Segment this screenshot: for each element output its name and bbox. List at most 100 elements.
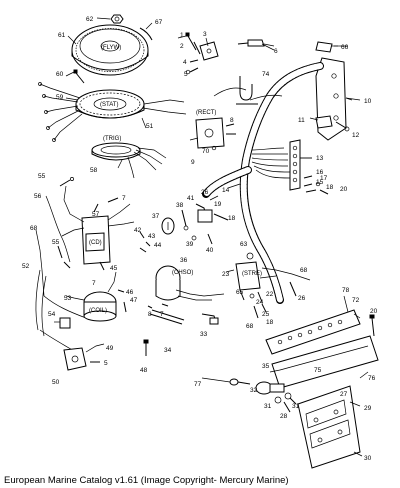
cd-mount-part [93,197,119,213]
callout-57: 57 [92,211,100,218]
callout-56: 56 [34,193,42,200]
callout-72: 72 [352,297,360,304]
callout-61: 61 [58,32,66,39]
callout-20-a: 20 [340,186,348,193]
callout-66: 66 [341,44,349,51]
callout-25: 25 [262,311,270,318]
callout-58: 58 [90,167,98,174]
left-harness-part [35,229,87,357]
callout-28: 28 [280,413,288,420]
callout-68-a: 68 [30,225,38,232]
callout-31-a: 31 [264,403,272,410]
callout-2: 2 [180,43,184,50]
callout-70: 70 [202,148,210,155]
lead-wire-part [45,195,71,263]
stator-bolt-part [73,69,85,84]
callout-55-a: 55 [38,173,46,180]
callout-12: 12 [352,132,360,139]
callout-60: 60 [56,71,64,78]
callout-23: 23 [222,271,230,278]
callout-77: 77 [194,381,202,388]
leader-lines [65,35,369,383]
callout-74: 74 [262,71,270,78]
callout-18-c: 18 [266,319,274,326]
callout-13: 13 [316,155,324,162]
exploded-parts-diagram: (FLYW) (STAT) (TRIG) [22,14,379,469]
callout-36: 36 [180,257,188,264]
callout-59: 59 [56,94,64,101]
callout-50: 50 [52,379,60,386]
rectifier-label: (RECT) [196,110,216,116]
fuse-part [229,378,251,386]
stator-part: (STAT) [38,82,187,142]
switch-part [255,381,297,413]
image-caption: European Marine Catalog v1.61 (Image Cop… [4,475,289,486]
wiring-harness-part [202,62,324,304]
small-screws-part [139,231,213,253]
callout-63: 63 [240,241,248,248]
callout-40: 40 [206,247,214,254]
callout-26-b: 26 [298,295,306,302]
callout-26-a: 26 [201,189,209,196]
stator-label: (STAT) [100,102,118,108]
mounting-plate-part [271,335,379,389]
callout-78: 78 [342,287,350,294]
callout-3: 3 [203,31,207,38]
callout-15: 15 [316,179,324,186]
callout-67: 67 [155,19,163,26]
cd-module-label: (CD) [89,240,102,246]
callout-76: 76 [368,375,376,382]
flywheel-part: (FLYW) [71,24,149,76]
callout-41: 41 [187,195,195,202]
callout-numbers: 62 67 61 60 59 1 2 3 4 5 6 66 74 10 11 1… [22,16,378,462]
trigger-label: (TRIG) [103,136,121,142]
callout-32: 32 [250,387,258,394]
electrical-panel-part [297,385,363,469]
trigger-part: (TRIG) [91,136,167,179]
callout-75: 75 [314,367,322,374]
callout-54: 54 [48,311,56,318]
callout-62: 62 [86,16,94,23]
callout-35: 35 [262,363,270,370]
callout-37: 37 [152,213,160,220]
linkage-part [201,313,219,325]
callout-39: 39 [186,241,194,248]
callout-46: 46 [126,289,134,296]
screw-set-part [185,32,219,75]
callout-17: 17 [320,175,328,182]
callout-45: 45 [110,265,118,272]
callout-8-b: 8 [148,311,152,318]
flywheel-nut-part [96,14,124,24]
clip-part [315,41,338,53]
callout-8: 8 [230,117,234,124]
callout-30: 30 [364,455,372,462]
callout-24: 24 [256,299,264,306]
callout-55-b: 55 [52,239,60,246]
callout-1: 1 [180,32,184,39]
callout-65: 65 [236,289,244,296]
callout-22: 22 [266,291,274,298]
callout-19: 19 [214,201,222,208]
relay-hardware-part [239,281,297,319]
mounting-screw-part [181,209,189,231]
callout-47: 47 [130,297,138,304]
callout-34: 34 [164,347,172,354]
boot-part [54,317,71,329]
callout-49: 49 [106,345,114,352]
flywheel-label: (FLYW) [101,45,121,51]
callout-52: 52 [22,263,30,270]
ignition-coil-part: (COIL) [65,271,117,322]
callout-5-top: 5 [184,71,188,78]
callout-53: 53 [64,295,72,302]
starter-relay-part: (STRE) [225,252,311,291]
coil-label: (COIL) [89,308,107,314]
callout-27: 27 [340,391,348,398]
callout-68-b: 68 [300,267,308,274]
callout-14: 14 [222,187,230,194]
ground-wire-part [195,195,229,223]
callout-7-b: 7 [92,280,96,287]
callout-10: 10 [364,98,372,105]
callout-33: 33 [200,331,208,338]
terminal-strip-part [265,295,361,355]
choke-solenoid-part: (CHSO) [155,265,225,301]
